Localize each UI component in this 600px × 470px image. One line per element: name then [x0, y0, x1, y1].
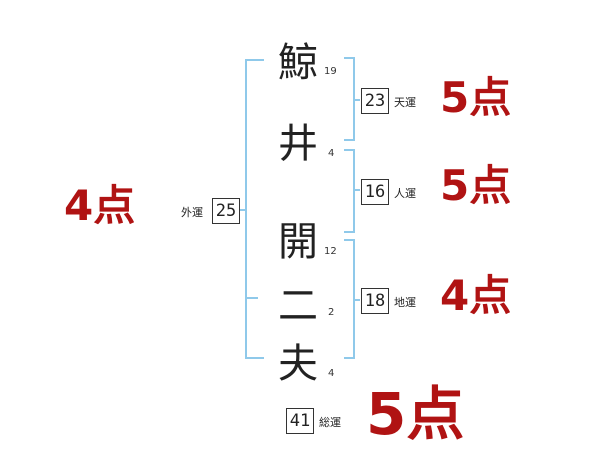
- name-char-4: 二: [278, 283, 318, 329]
- soukaku-value-box: 41: [286, 408, 314, 434]
- stroke-count-1: 19: [324, 66, 337, 77]
- stroke-count-2: 4: [328, 148, 335, 159]
- jinkaku-score: 5点: [440, 161, 512, 210]
- chikaku-value-box: 18: [361, 288, 389, 314]
- chikaku-score: 4点: [440, 271, 512, 320]
- outer-bracket: [245, 59, 264, 359]
- name-char-1: 鯨: [278, 40, 318, 86]
- soukaku-label: 総運: [319, 416, 341, 429]
- chikaku-label: 地運: [394, 296, 416, 309]
- tenkaku-value-box: 23: [361, 88, 389, 114]
- stroke-count-5: 4: [328, 368, 335, 379]
- stroke-count-4: 2: [328, 307, 335, 318]
- jinkaku-bracket: [344, 149, 355, 233]
- gaikaku-score: 4点: [64, 181, 136, 230]
- jinkaku-value-box: 16: [361, 179, 389, 205]
- gaikaku-value-box: 25: [212, 198, 240, 224]
- name-char-2: 井: [278, 121, 318, 167]
- soukaku-score: 5点: [366, 380, 465, 448]
- name-char-3: 開: [278, 219, 318, 265]
- tenkaku-bracket: [344, 57, 355, 141]
- gaikaku-label: 外運: [181, 206, 203, 219]
- jinkaku-label: 人運: [394, 187, 416, 200]
- name-char-5: 夫: [278, 341, 318, 387]
- tenkaku-score: 5点: [440, 73, 512, 122]
- tenkaku-label: 天運: [394, 96, 416, 109]
- stroke-count-3: 12: [324, 246, 337, 257]
- chikaku-bracket: [344, 239, 355, 359]
